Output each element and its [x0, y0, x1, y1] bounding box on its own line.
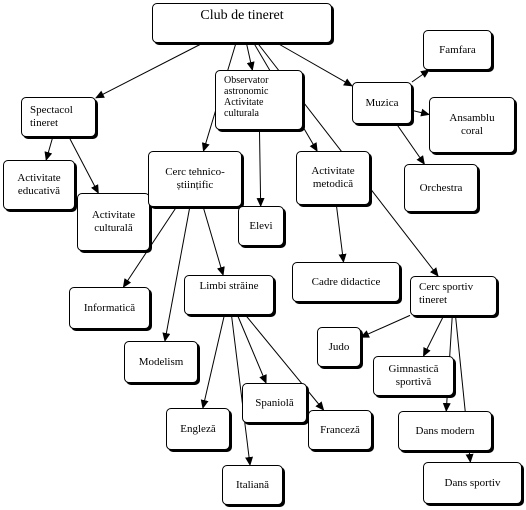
arrow-limbi-to-franceza: [245, 314, 325, 411]
arrow-cerc_tehnic-to-modelism: [162, 206, 191, 342]
node-activitate-metodica: Activitate metodică: [296, 151, 370, 205]
node-modelism: Modelism: [124, 341, 198, 383]
node-cadre-didactice: Cadre didactice: [292, 262, 400, 302]
arrow-limbi-to-engleza: [200, 314, 225, 409]
arrow-cerc_tehnic-to-informatica: [122, 206, 177, 288]
node-club-de-tineret: Club de tineret: [152, 3, 332, 43]
node-cerc-sportiv-tineret: Cerc sportiv tineret: [410, 276, 497, 316]
arrow-muzica-to-orchestra: [396, 123, 425, 165]
arrow-muzica-to-fanfara: [411, 69, 430, 83]
node-dans-sportiv: Dans sportiv: [423, 462, 522, 504]
node-observator-astronomic: Observator astronomic Activitate cultura…: [215, 70, 303, 130]
node-elevi: Elevi: [238, 206, 284, 246]
node-limbi-straine: Limbi străine: [184, 275, 274, 315]
node-activitate-culturala: Activitate culturală: [77, 193, 150, 251]
node-activitate-educativa: Activitate educativă: [3, 160, 75, 210]
arrow-cerc_tehnic-to-limbi: [202, 206, 225, 276]
node-informatica: Informatică: [69, 287, 150, 329]
arrow-club-to-muzica: [276, 42, 353, 87]
arrow-muzica-to-ansamblu: [411, 108, 430, 117]
node-judo: Judo: [317, 327, 361, 367]
arrow-observator-to-elevi: [256, 129, 265, 207]
node-famfara: Famfara: [423, 30, 492, 70]
arrow-spectacol-to-act_cult: [68, 136, 99, 194]
arrow-cerc_sportiv-to-judo: [360, 314, 411, 338]
node-orchestra: Orchestra: [404, 164, 478, 212]
node-spaniola: Spaniolă: [242, 383, 307, 423]
node-gimnastica-sportiva: Gimnastică sportivă: [373, 356, 454, 396]
arrow-club-to-observator: [245, 42, 255, 71]
node-franceza: Franceză: [308, 410, 372, 450]
node-cerc-tehnico-stiintific: Cerc tehnico- științific: [148, 151, 242, 207]
arrow-limbi-to-italiana: [230, 314, 254, 466]
node-spectacol-tineret: Spectacol tineret: [21, 97, 96, 137]
node-engleza: Engleză: [166, 408, 230, 450]
arrow-act_met-to-cadre: [335, 204, 347, 263]
node-italiana: Italiană: [222, 465, 283, 505]
node-ansamblu-coral: Ansamblu coral: [429, 97, 515, 153]
arrow-cerc_sportiv-to-gimnastica: [423, 315, 444, 357]
arrow-spectacol-to-act_edu: [44, 136, 54, 161]
node-dans-modern: Dans modern: [398, 411, 492, 451]
arrow-limbi-to-spaniola: [236, 314, 267, 384]
node-muzica: Muzica: [352, 82, 412, 124]
arrow-club-to-spectacol: [95, 42, 204, 99]
